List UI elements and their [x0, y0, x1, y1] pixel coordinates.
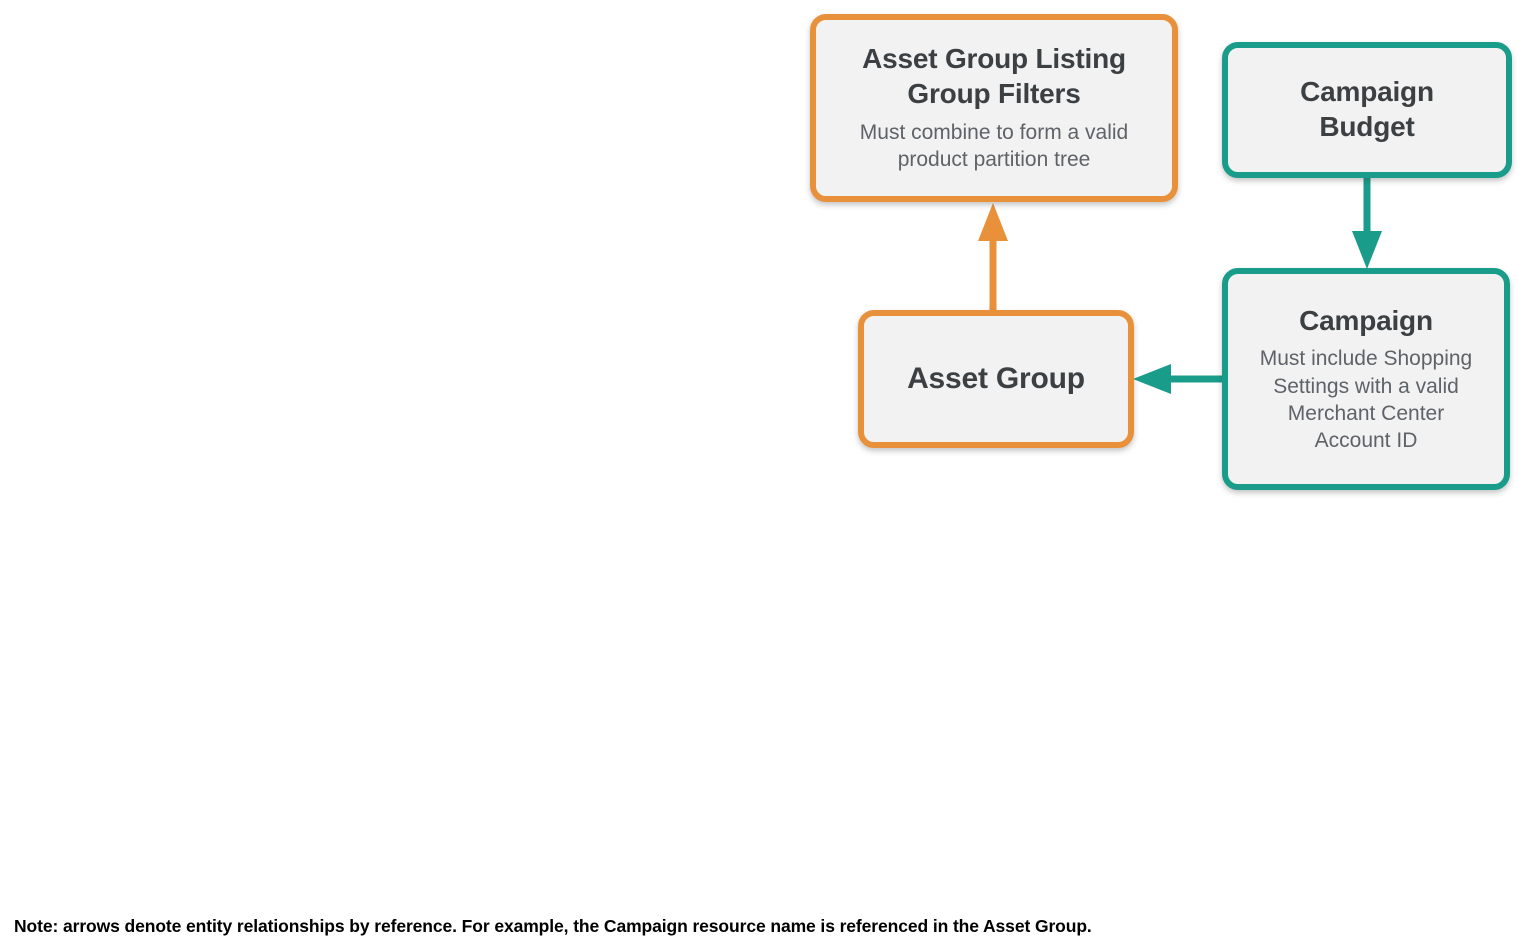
- node-subtitle: Must include Shopping Settings with a va…: [1259, 347, 1473, 453]
- node-campaign-budget: Campaign Budget: [1222, 42, 1512, 178]
- diagram-footnote: Note: arrows denote entity relationships…: [14, 916, 1092, 936]
- arrow-campaign-to-asset-group: [1133, 364, 1224, 394]
- node-title: Asset Group: [907, 362, 1085, 396]
- node-campaign: Campaign Must include Shopping Settings …: [1222, 268, 1510, 490]
- node-asset-group: Asset Group: [858, 310, 1134, 448]
- arrow-asset-group-to-filters: [978, 203, 1008, 312]
- node-subtitle: Must combine to form a valid product par…: [859, 120, 1129, 172]
- node-title: Campaign: [1299, 304, 1433, 336]
- node-asset-group-listing-group-filters: Asset Group Listing Group Filters Must c…: [810, 14, 1178, 202]
- node-title: Asset Group Listing Group Filters: [862, 43, 1126, 110]
- arrow-campaign-budget-to-campaign: [1352, 176, 1382, 269]
- node-title: Campaign Budget: [1300, 76, 1434, 142]
